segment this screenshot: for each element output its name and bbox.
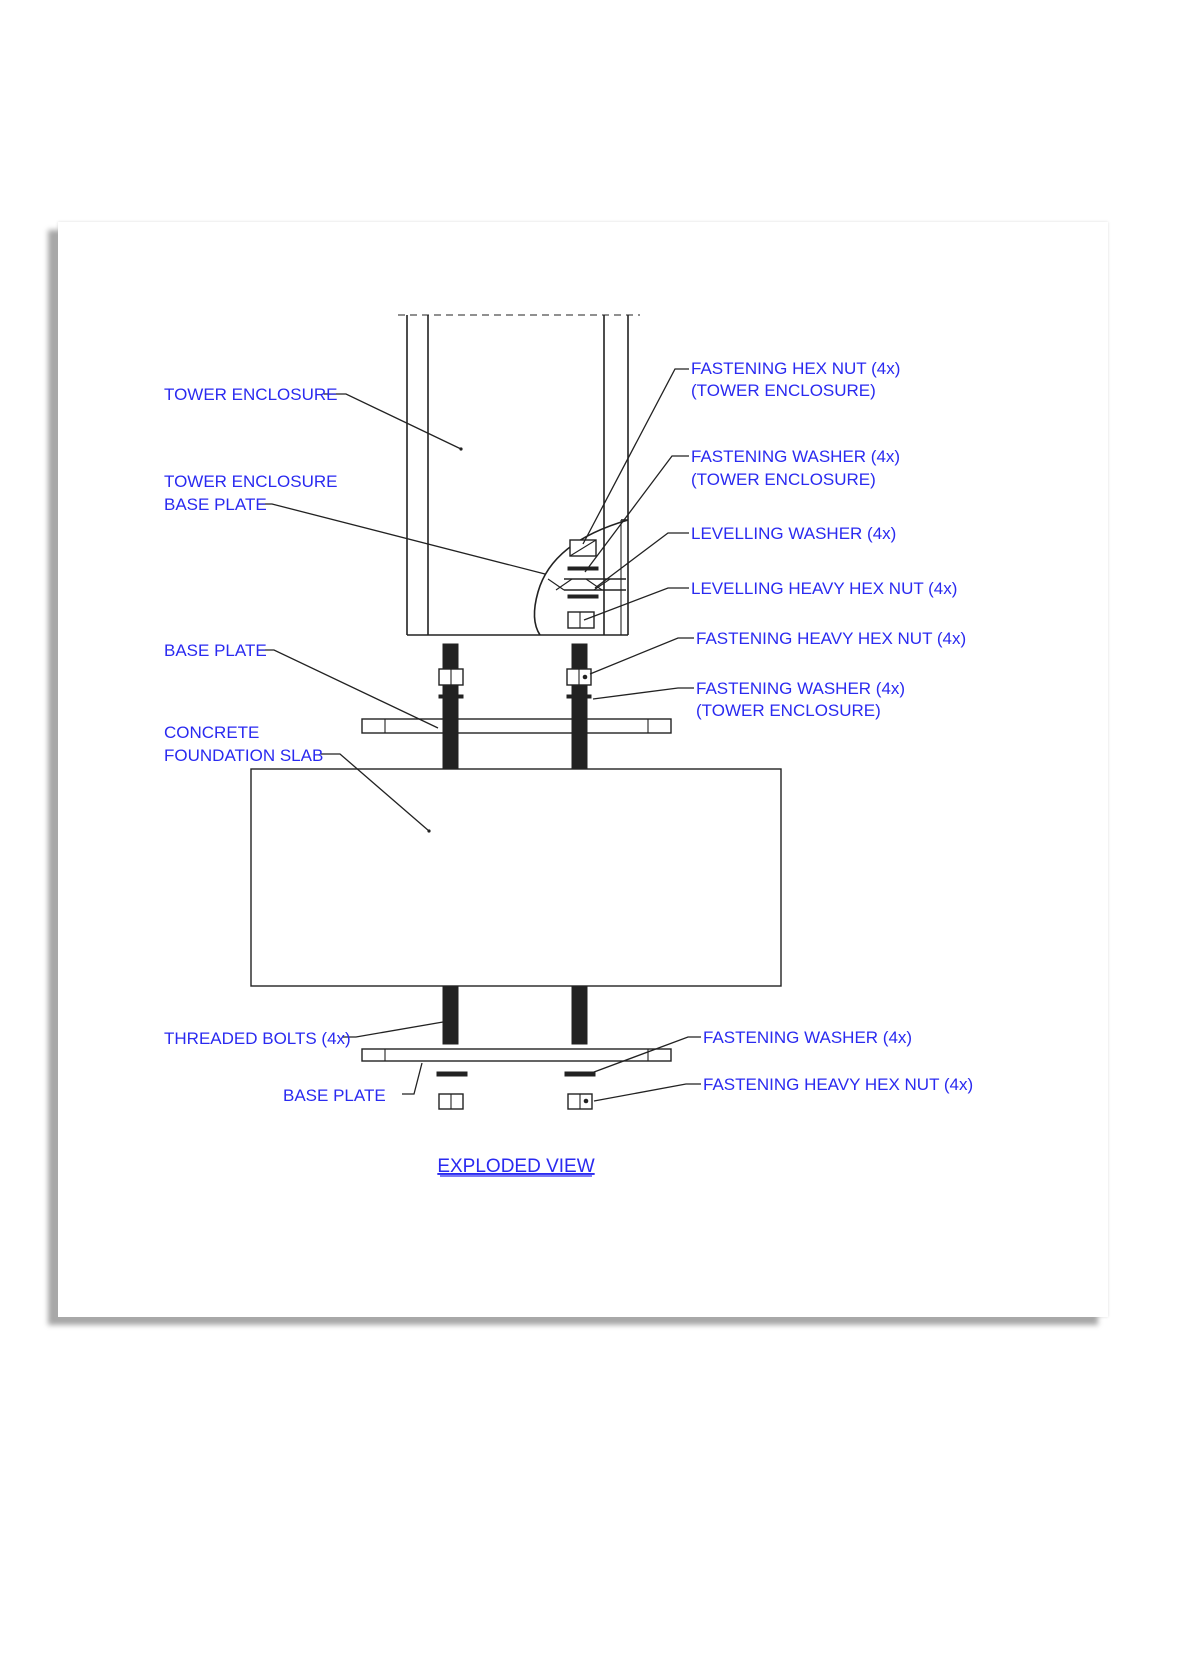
base-plate-lower [361,1048,672,1062]
label-base-plate-lower: BASE PLATE [283,1086,386,1105]
tower-enclosure [398,314,640,636]
label-tower-enclosure: TOWER ENCLOSURE [164,385,338,404]
label-levelling-washer: LEVELLING WASHER (4x) [691,524,896,543]
label-fastening-heavy-hex-nut-mid: FASTENING HEAVY HEX NUT (4x) [696,629,966,648]
drawing-title: EXPLODED VIEW [437,1156,594,1177]
label-fastening-hex-nut-line1: FASTENING HEX NUT (4x) [691,359,900,378]
label-fastening-washer-bottom: FASTENING WASHER (4x) [703,1028,912,1047]
label-base-plate-upper: BASE PLATE [164,641,267,660]
fastening-heavy-hex-nut-lower [438,1093,593,1110]
drawing-frame: TOWER ENCLOSURE TOWER ENCLOSURE BASE PLA… [58,222,1108,1317]
label-threaded-bolts: THREADED BOLTS (4x) [164,1029,351,1048]
tower-base-detail [533,519,629,636]
leader-lines [258,368,701,1102]
fastening-heavy-hex-nut-upper [438,668,592,699]
label-tower-enclosure-base-plate-line1: TOWER ENCLOSURE [164,472,338,491]
label-fastening-hex-nut-line2: (TOWER ENCLOSURE) [691,381,876,400]
label-tower-enclosure-base-plate-line2: BASE PLATE [164,495,267,514]
base-plate-upper [361,718,672,734]
label-fastening-washer-mid-line1: FASTENING WASHER (4x) [696,679,905,698]
label-fastening-washer-mid-line2: (TOWER ENCLOSURE) [696,701,881,720]
callout-labels: TOWER ENCLOSURE TOWER ENCLOSURE BASE PLA… [164,359,973,1177]
label-fastening-washer-top-line2: (TOWER ENCLOSURE) [691,470,876,489]
exploded-view-drawing: TOWER ENCLOSURE TOWER ENCLOSURE BASE PLA… [164,314,973,1177]
label-fastening-washer-top-line1: FASTENING WASHER (4x) [691,447,900,466]
label-levelling-heavy-hex-nut: LEVELLING HEAVY HEX NUT (4x) [691,579,957,598]
concrete-foundation-slab [250,768,782,987]
label-concrete-line1: CONCRETE [164,723,259,742]
label-concrete-line2: FOUNDATION SLAB [164,746,323,765]
fastening-washer-lower [436,1071,596,1077]
label-fastening-heavy-hex-nut-bottom: FASTENING HEAVY HEX NUT (4x) [703,1075,973,1094]
